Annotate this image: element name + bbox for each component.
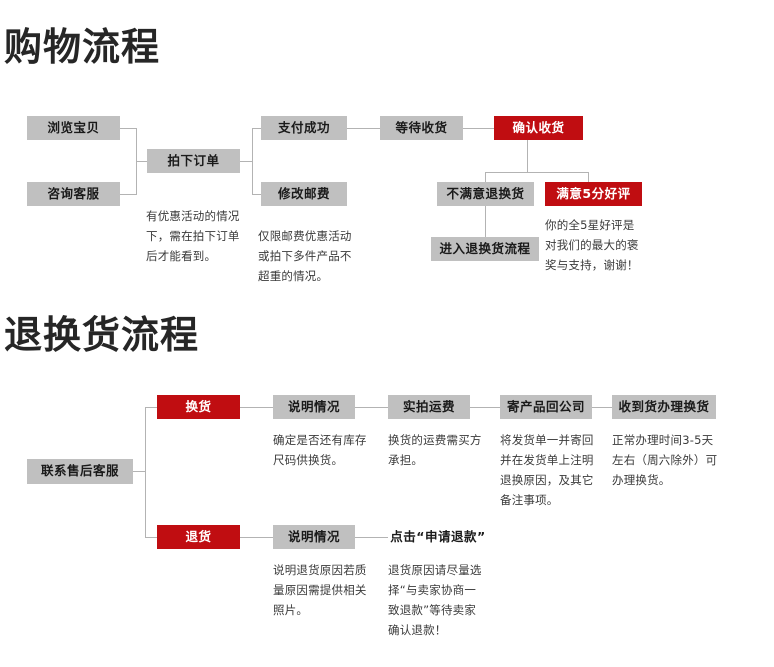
flow-box-send-back[interactable]: 寄产品回公司 (500, 395, 592, 419)
connector-refund-to-explain (240, 537, 273, 538)
note-line: 量原因需提供相关 (273, 583, 367, 597)
connector-right-bracket-vertical (252, 128, 253, 195)
note-line: 确认退款！ (388, 623, 447, 637)
note-line: 后才能看到。 (146, 249, 217, 263)
connector-explain-to-shipping (355, 407, 388, 408)
flow-box-wait-receive[interactable]: 等待收货 (380, 116, 463, 140)
note-actual-shipping: 换货的运费需买方 承担。 (388, 430, 492, 470)
note-review: 你的全5星好评是 对我们的最大的褒 奖与支持，谢谢！ (545, 215, 653, 275)
flow-box-confirm-receive[interactable]: 确认收货 (494, 116, 583, 140)
note-exchange: 确定是否还有库存 尺码供换货。 (273, 430, 377, 470)
connector-split-to-review (588, 172, 589, 182)
connector-explain-to-apply (355, 537, 388, 538)
note-line: 并在发货单上注明 (500, 453, 594, 467)
note-line: 确定是否还有库存 (273, 433, 367, 447)
flow-box-explain-exchange[interactable]: 说明情况 (273, 395, 355, 419)
connector-bracket-to-exchange (145, 407, 157, 408)
note-line: 说明退货原因若质 (273, 563, 367, 577)
note-send-back: 将发货单一并寄回 并在发货单上注明 退换原因，及其它 备注事项。 (500, 430, 596, 510)
note-receive-process: 正常办理时间3-5天 左右（周六除外）可 办理换货。 (612, 430, 722, 490)
connector-confirm-down (527, 140, 528, 173)
flow-box-actual-shipping[interactable]: 实拍运费 (388, 395, 470, 419)
flow-box-enter-return-flow[interactable]: 进入退换货流程 (431, 237, 539, 261)
flow-box-pay-success[interactable]: 支付成功 (261, 116, 347, 140)
connector-service-out (133, 471, 145, 472)
connector-shipping-to-sendback (470, 407, 500, 408)
page-title-shopping-flow: 购物流程 (4, 25, 161, 69)
note-click-apply: 退货原因请尽量选 择“与卖家协商一 致退款”等待卖家 确认退款！ (388, 560, 492, 640)
connector-wait-to-confirm (463, 128, 494, 129)
connector-browse-to-bracket (120, 128, 136, 129)
connector-bracket-to-shipping (252, 194, 261, 195)
note-line: 将发货单一并寄回 (500, 433, 594, 447)
note-line: 办理换货。 (612, 473, 671, 487)
note-line: 尺码供换货。 (273, 453, 344, 467)
connector-split-to-dissatisfied (485, 172, 486, 182)
note-line: 下，需在拍下订单 (146, 229, 240, 243)
note-shipping-fee: 仅限邮费优惠活动 或拍下多件产品不 超重的情况。 (258, 226, 362, 286)
note-line: 奖与支持，谢谢！ (545, 258, 639, 272)
flow-box-modify-shipping[interactable]: 修改邮费 (261, 182, 347, 206)
flow-box-refund[interactable]: 退货 (157, 525, 240, 549)
note-line: 有优惠活动的情况 (146, 209, 240, 223)
flow-box-click-apply[interactable]: 点击“申请退款” (390, 528, 486, 544)
flow-box-contact-service[interactable]: 联系售后客服 (27, 459, 133, 484)
note-line: 或拍下多件产品不 (258, 249, 352, 263)
connector-bracket-to-pay (252, 128, 261, 129)
flow-box-browse[interactable]: 浏览宝贝 (27, 116, 120, 140)
note-explain-refund: 说明退货原因若质 量原因需提供相关 照片。 (273, 560, 377, 620)
connector-dissatisfied-down (485, 206, 486, 237)
note-line: 换货的运费需买方 (388, 433, 482, 447)
flow-box-place-order[interactable]: 拍下订单 (147, 149, 240, 173)
connector-confirm-split (485, 172, 588, 173)
page-title-return-flow: 退换货流程 (4, 313, 200, 357)
note-line: 你的全5星好评是 (545, 218, 635, 232)
flow-box-receive-process[interactable]: 收到货办理换货 (612, 395, 716, 419)
note-line: 备注事项。 (500, 493, 559, 507)
connector-bracket-to-refund (145, 537, 157, 538)
note-line: 承担。 (388, 453, 424, 467)
note-line: 对我们的最大的褒 (545, 238, 639, 252)
flow-box-explain-refund[interactable]: 说明情况 (273, 525, 355, 549)
flow-box-consult[interactable]: 咨询客服 (27, 182, 120, 206)
note-line: 左右（周六除外）可 (612, 453, 718, 467)
connector-service-bracket-vertical (145, 407, 146, 537)
note-line: 退换原因，及其它 (500, 473, 594, 487)
flow-box-dissatisfied[interactable]: 不满意退换货 (437, 182, 534, 206)
note-line: 退货原因请尽量选 (388, 563, 482, 577)
note-line: 照片。 (273, 603, 309, 617)
note-line: 仅限邮费优惠活动 (258, 229, 352, 243)
flow-box-satisfied-review[interactable]: 满意5分好评 (545, 182, 642, 206)
connector-place-order-out (240, 161, 252, 162)
connector-pay-to-wait (347, 128, 380, 129)
connector-bracket-to-place-order (136, 161, 147, 162)
note-place-order: 有优惠活动的情况 下，需在拍下订单 后才能看到。 (146, 206, 246, 266)
connector-sendback-to-receive (592, 407, 612, 408)
note-line: 择“与卖家协商一 (388, 583, 477, 597)
note-line: 超重的情况。 (258, 269, 329, 283)
note-line: 正常办理时间3-5天 (612, 433, 714, 447)
flow-box-exchange[interactable]: 换货 (157, 395, 240, 419)
note-line: 致退款”等待卖家 (388, 603, 477, 617)
connector-exchange-to-explain (240, 407, 273, 408)
connector-consult-to-bracket (120, 194, 136, 195)
